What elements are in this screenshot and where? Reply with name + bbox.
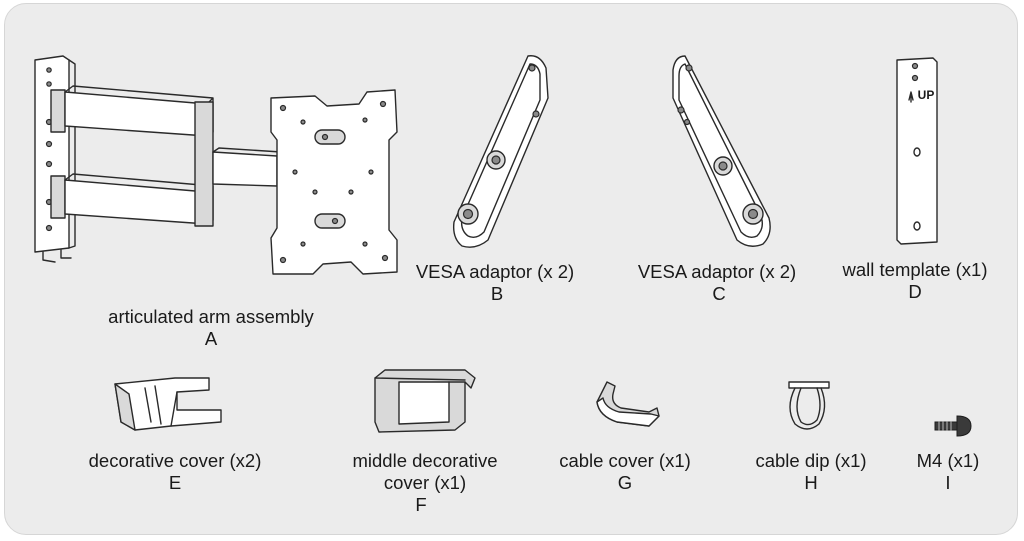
part-e-letter: E [168,472,182,493]
part-c-letter: C [712,283,726,304]
part-i-name: M4 (x1) [916,450,980,471]
cable-cover-icon [596,381,660,427]
wall-template-up-marking: UP [917,88,935,102]
cable-clip-icon [788,381,830,430]
vesa-adaptor-c-icon [672,55,771,247]
part-f-name-line2: cover (x1) [383,472,467,493]
part-i-letter: I [945,472,951,493]
part-d-name: wall template (x1) [842,259,988,280]
part-g-name: cable cover (x1) [559,450,691,471]
parts-list-panel: articulated arm assembly A VESA adaptor … [4,3,1018,535]
part-a-letter: A [204,328,218,349]
part-b-letter: B [490,283,504,304]
wall-template-icon [896,57,938,245]
part-f-name-line1: middle decorative [352,450,498,471]
part-h-name: cable dip (x1) [755,450,867,471]
part-f-letter: F [415,494,427,515]
vesa-adaptor-b-icon [452,55,549,248]
part-d-letter: D [908,281,922,302]
middle-decorative-cover-icon [374,369,476,433]
part-a-name: articulated arm assembly [108,306,314,327]
part-c-name: VESA adaptor (x 2) [637,261,797,282]
decorative-cover-icon [114,377,222,431]
part-h-letter: H [804,472,818,493]
part-g-letter: G [617,472,633,493]
part-e-name: decorative cover (x2) [88,450,262,471]
m4-screw-icon [934,415,972,437]
part-b-name: VESA adaptor (x 2) [415,261,575,282]
articulated-arm-icon [34,55,398,275]
